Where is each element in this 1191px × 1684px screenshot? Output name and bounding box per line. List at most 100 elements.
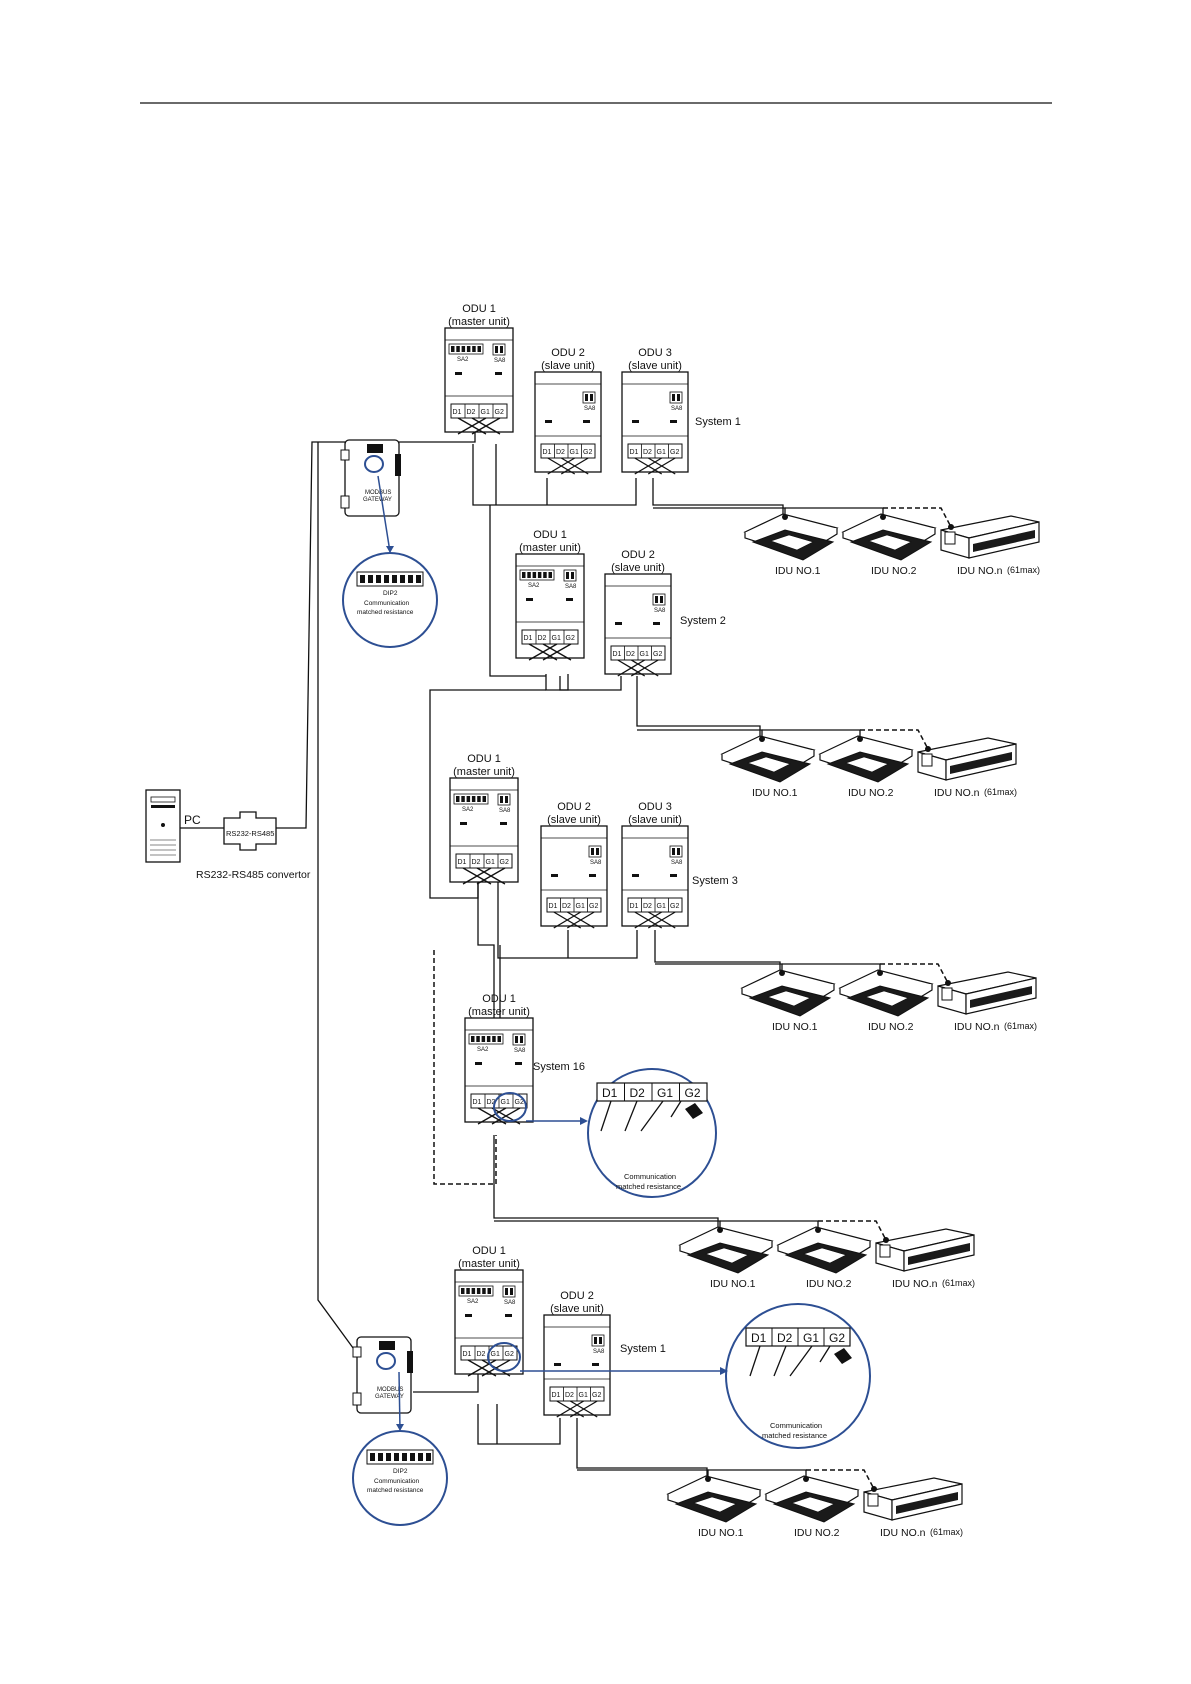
cassette-center-panel xyxy=(747,756,791,773)
system-label: System 16 xyxy=(533,1061,585,1073)
dip2-label: DIP2 xyxy=(393,1468,408,1475)
terminal-g1: G1 xyxy=(657,903,666,910)
idu-max-label: (61max) xyxy=(1007,565,1040,575)
odu-name-label: ODU 3 xyxy=(638,801,672,813)
terminal-g2: G2 xyxy=(589,903,598,910)
duct-grille xyxy=(973,530,1035,552)
duct-control-box xyxy=(879,1244,891,1258)
dip-pin xyxy=(486,1036,491,1042)
gateway-body xyxy=(344,439,400,517)
odu-role-label: (master unit) xyxy=(519,542,581,554)
terminal-crossed-leads xyxy=(553,911,595,929)
terminal-d2: D2 xyxy=(472,859,481,866)
idu-non-label: IDU NO.n xyxy=(957,565,1003,577)
sa8-label: SA8 xyxy=(593,1349,605,1355)
bus-wire xyxy=(576,1418,708,1476)
idu-cassette-unit xyxy=(740,969,836,1017)
dip-pin xyxy=(472,346,476,352)
odu-name-label: ODU 1 xyxy=(472,1245,506,1257)
bus-wire xyxy=(654,930,781,970)
gateway-dip-highlight xyxy=(376,1352,396,1370)
bus-wire xyxy=(494,1220,721,1230)
callout-terminal-d2: D2 xyxy=(777,1331,793,1345)
odu-role-label: (master unit) xyxy=(458,1258,520,1270)
indicator xyxy=(526,598,533,601)
bus-wire xyxy=(413,1372,479,1393)
idu-no1-label: IDU NO.1 xyxy=(775,565,821,577)
dashed-bus-wire xyxy=(860,729,929,750)
callout-terminal-g1: G1 xyxy=(657,1086,673,1100)
resistance-caption-1: Communication xyxy=(770,1421,822,1430)
dip-pin xyxy=(660,596,663,603)
dip-pin xyxy=(451,346,455,352)
gateway-dip-switch xyxy=(367,444,383,453)
idu-duct-unit xyxy=(937,971,1037,1015)
sa8-switch xyxy=(652,593,666,606)
dip2-pin xyxy=(370,1453,375,1461)
bus-wire xyxy=(317,442,357,1353)
dip-pin xyxy=(466,796,471,802)
terminal-d2: D2 xyxy=(487,1099,496,1106)
gateway-label-2: GATEWAY xyxy=(375,1394,404,1400)
dip-pin xyxy=(505,796,508,803)
sa2-label: SA2 xyxy=(457,357,469,363)
dip-pin xyxy=(476,1288,481,1294)
idu-cassette-unit xyxy=(838,969,934,1017)
cassette-center-panel xyxy=(868,534,912,551)
odu-role-label: (master unit) xyxy=(468,1006,530,1018)
gateway-port xyxy=(352,1346,362,1358)
terminal-g2: G2 xyxy=(495,409,504,416)
dip-pin xyxy=(520,1036,523,1043)
bus-wire xyxy=(636,676,761,736)
odu-name-label: ODU 1 xyxy=(533,529,567,541)
idu-non-label: IDU NO.n xyxy=(892,1278,938,1290)
duct-grille xyxy=(896,1492,958,1514)
indicator xyxy=(566,598,573,601)
indicator xyxy=(670,420,677,423)
odu-name-label: ODU 2 xyxy=(557,801,591,813)
dashed-bus-wire xyxy=(806,1469,875,1490)
dip-pin xyxy=(672,394,675,401)
indicator xyxy=(515,1062,522,1065)
dip2-label: DIP2 xyxy=(383,590,398,597)
bus-wire xyxy=(653,507,786,517)
dip-pin xyxy=(655,596,658,603)
odu-role-label: (master unit) xyxy=(448,316,510,328)
dip2-pin xyxy=(410,1453,415,1461)
bus-wire xyxy=(559,676,622,691)
cassette-connector xyxy=(717,1227,723,1233)
idu-non-label: IDU NO.n xyxy=(880,1527,926,1539)
terminal-highlight xyxy=(487,1342,521,1372)
duct-control-box xyxy=(867,1493,879,1507)
sa8-switch xyxy=(502,1285,516,1298)
bus-wire xyxy=(497,880,638,959)
resistance-callout-circle xyxy=(725,1303,871,1449)
terminal-d1: D1 xyxy=(543,449,552,456)
terminal-d2: D2 xyxy=(477,1351,486,1358)
dip2-pin xyxy=(418,1453,423,1461)
idu-duct-unit xyxy=(940,515,1040,559)
callout-arrow-line xyxy=(377,475,391,553)
dip-pin xyxy=(548,572,552,578)
dip-pin xyxy=(456,346,460,352)
cassette-connector xyxy=(782,514,788,520)
terminal-g2: G2 xyxy=(592,1392,601,1399)
gateway-port xyxy=(340,449,350,461)
callout-terminal-g2: G2 xyxy=(829,1331,845,1345)
dip-pin xyxy=(500,346,503,353)
bus-wire xyxy=(472,444,637,506)
dip-pin xyxy=(571,572,574,579)
callout-leads xyxy=(600,1100,682,1132)
indicator xyxy=(455,372,462,375)
dip2-switch-block xyxy=(356,571,424,587)
dip2-pin xyxy=(384,575,389,583)
duct-control-box xyxy=(921,753,933,767)
bus-wire xyxy=(762,729,861,739)
idu-no1-label: IDU NO.1 xyxy=(698,1527,744,1539)
duct-control-box xyxy=(941,987,953,1001)
duct-connector xyxy=(945,980,951,986)
sa8-switch xyxy=(588,845,602,858)
idu-cassette-unit xyxy=(678,1226,774,1274)
